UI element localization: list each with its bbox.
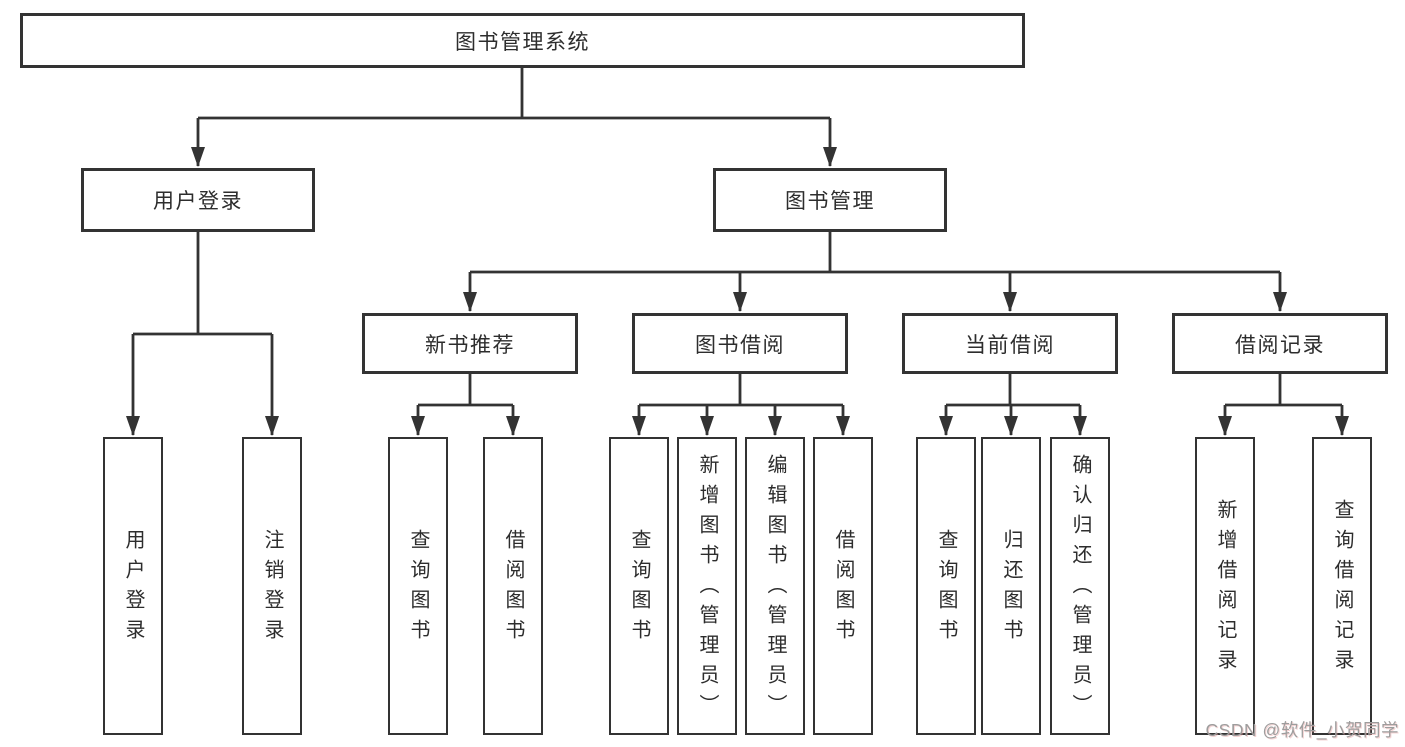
leaf-borrow-books-recommend: 借阅图书 <box>483 437 543 735</box>
arrow-down-icon <box>463 292 477 312</box>
leaf-edit-books-admin: 编辑图书（管理员） <box>745 437 805 735</box>
node-root-system: 图书管理系统 <box>20 13 1025 68</box>
arrow-down-icon <box>265 416 279 436</box>
connector-userlogin-to-leaves <box>131 232 274 435</box>
arrow-down-icon <box>700 416 714 436</box>
node-user-login: 用户登录 <box>81 168 315 232</box>
arrow-down-icon <box>733 292 747 312</box>
leaf-query-books-current: 查询图书 <box>916 437 976 735</box>
connector-records-to-leaves <box>1223 374 1344 435</box>
arrow-down-icon <box>1335 416 1349 436</box>
arrow-down-icon <box>768 416 782 436</box>
leaf-user-login: 用户登录 <box>103 437 163 735</box>
connector-newbook-to-leaves <box>416 374 515 435</box>
leaf-confirm-return-admin: 确认归还（管理员） <box>1050 437 1110 735</box>
arrow-down-icon <box>506 416 520 436</box>
arrow-down-icon <box>1003 292 1017 312</box>
arrow-down-icon <box>1218 416 1232 436</box>
arrow-down-icon <box>191 147 205 167</box>
arrowheads <box>126 147 1349 436</box>
leaf-add-borrow-record: 新增借阅记录 <box>1195 437 1255 735</box>
node-current-borrow: 当前借阅 <box>902 313 1118 374</box>
arrow-down-icon <box>126 416 140 436</box>
leaf-borrow-books: 借阅图书 <box>813 437 873 735</box>
leaf-add-books-admin: 新增图书（管理员） <box>677 437 737 735</box>
leaf-query-books-borrow: 查询图书 <box>609 437 669 735</box>
arrow-down-icon <box>411 416 425 436</box>
node-borrow-records: 借阅记录 <box>1172 313 1388 374</box>
node-book-management: 图书管理 <box>713 168 947 232</box>
leaf-logout: 注销登录 <box>242 437 302 735</box>
arrow-down-icon <box>1073 416 1087 436</box>
connector-root-to-level2 <box>196 68 832 166</box>
arrow-down-icon <box>823 147 837 167</box>
arrow-down-icon <box>632 416 646 436</box>
connector-bookborrow-to-leaves <box>637 374 845 435</box>
arrow-down-icon <box>939 416 953 436</box>
leaf-query-borrow-record: 查询借阅记录 <box>1312 437 1372 735</box>
connector-bookmgmt-to-level3 <box>468 232 1282 311</box>
csdn-watermark: CSDN @软件_小贺同学 <box>1205 720 1399 740</box>
arrow-down-icon <box>1004 416 1018 436</box>
arrow-down-icon <box>836 416 850 436</box>
leaf-query-books-recommend: 查询图书 <box>388 437 448 735</box>
node-book-borrow: 图书借阅 <box>632 313 848 374</box>
arrow-down-icon <box>1273 292 1287 312</box>
node-new-book-recommend: 新书推荐 <box>362 313 578 374</box>
leaf-return-books: 归还图书 <box>981 437 1041 735</box>
